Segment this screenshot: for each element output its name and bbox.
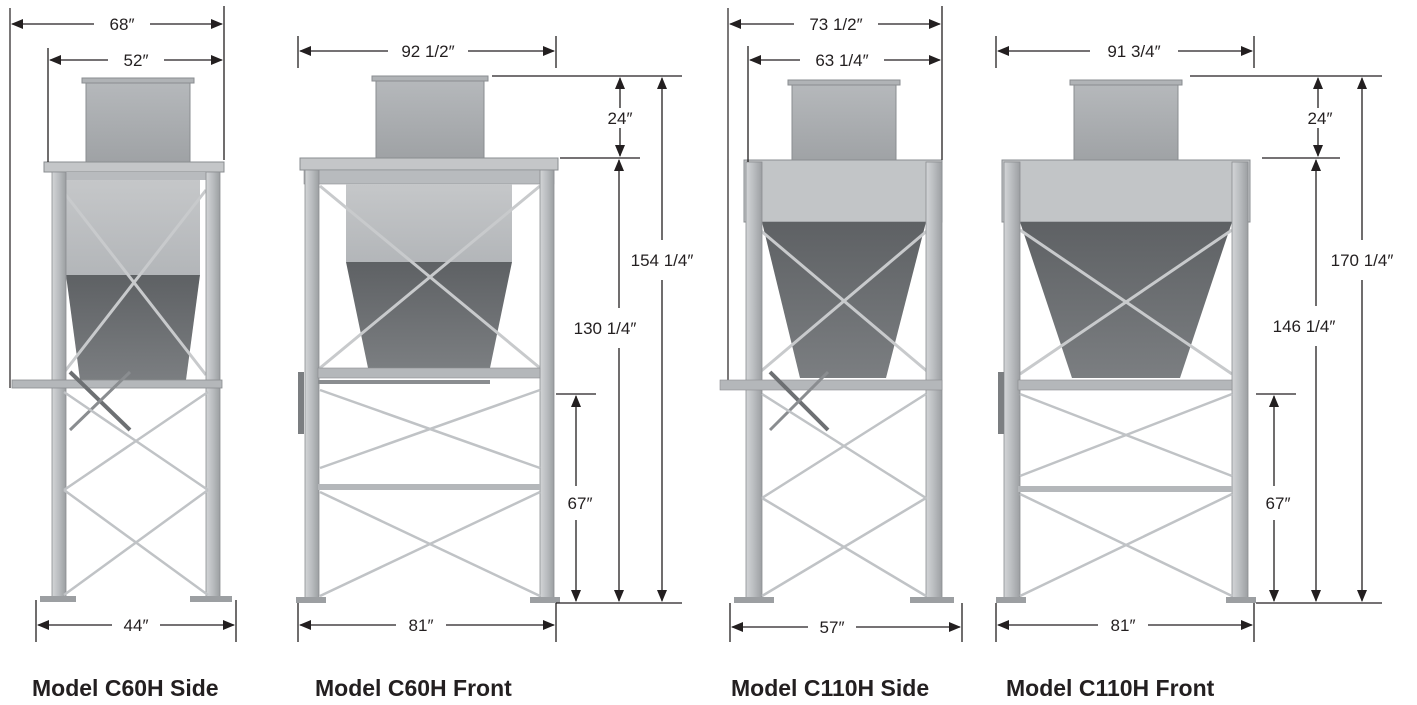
caption-c110h-side: Model C110H Side [731,675,930,701]
hopper-c60h-front [296,75,560,603]
dim-c60h-side-overall-width: 68″ [110,15,135,34]
dim-c110h-front-overall-height: 170 1/4″ [1331,251,1394,270]
dim-c60h-front-base-width: 81″ [409,616,434,635]
dim-c60h-front-frame-height: 130 1/4″ [574,319,637,338]
dim-c60h-side-base-width: 44″ [124,616,149,635]
dim-c110h-front-base-width: 81″ [1111,616,1136,635]
dim-c110h-front-overall-width: 91 3/4″ [1107,42,1160,61]
dim-c60h-front-inlet-height: 24″ [608,109,633,128]
dim-c60h-side-inlet-width: 52″ [124,51,149,70]
dim-c110h-front-inlet-height: 24″ [1308,109,1333,128]
dim-c60h-front-discharge-height: 67″ [568,494,593,513]
dim-c110h-side-overall-width: 73 1/2″ [809,15,862,34]
caption-c60h-side: Model C60H Side [32,675,219,701]
caption-c110h-front: Model C110H Front [1006,675,1215,701]
dim-c60h-front-overall-width: 92 1/2″ [401,42,454,61]
dim-c110h-front-discharge-height: 67″ [1266,494,1291,513]
dim-c110h-side-base-width: 57″ [820,618,845,637]
dim-c60h-front-overall-height: 154 1/4″ [631,251,694,270]
hopper-c110h-front [996,79,1256,603]
dimension-labels: 68″ 52″ 44″ 92 1/2″ 24″ 154 1/4″ 130 1/4… [94,12,1393,638]
hopper-c60h-side [9,8,232,602]
dim-c110h-front-frame-height: 146 1/4″ [1273,317,1336,336]
dim-c110h-side-inlet-width: 63 1/4″ [815,51,868,70]
caption-c60h-front: Model C60H Front [315,675,512,701]
hopper-c110h-side [719,8,954,603]
